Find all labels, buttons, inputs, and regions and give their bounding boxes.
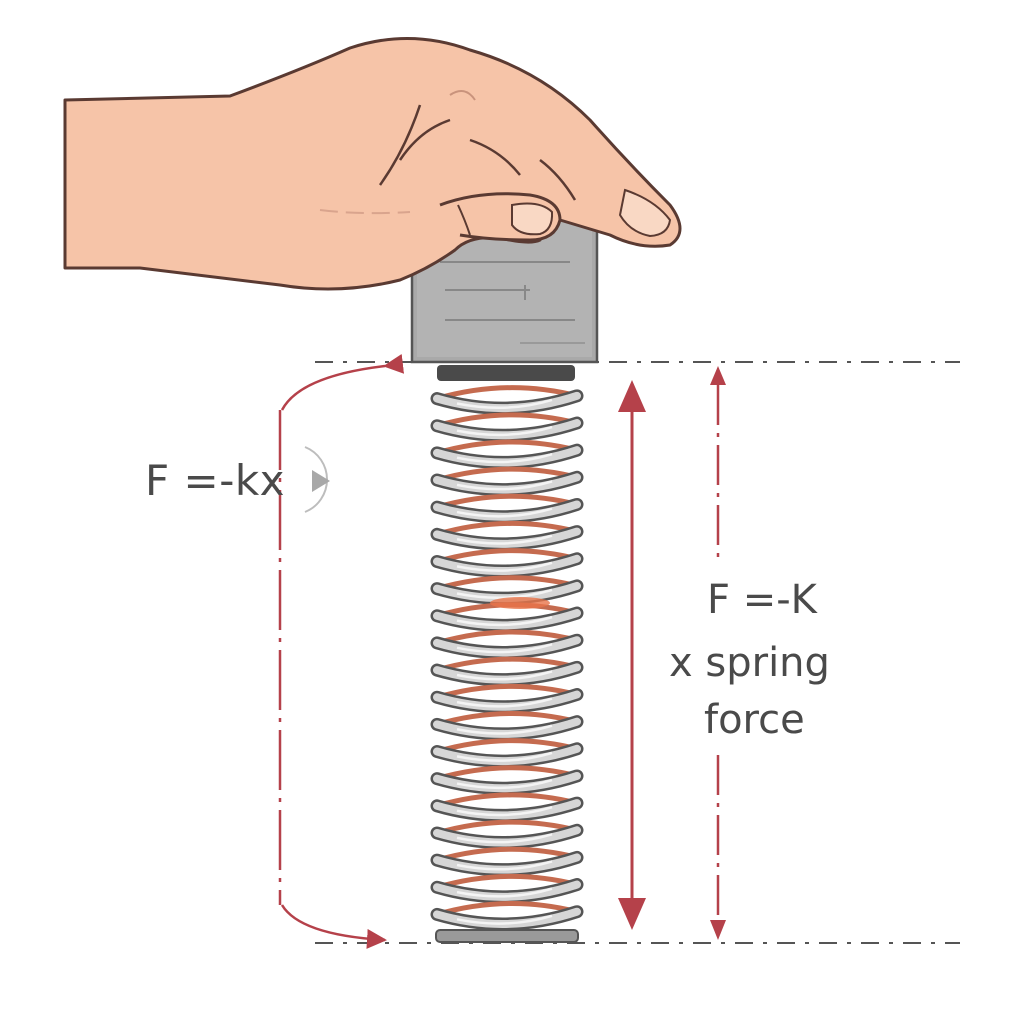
measurement-arrow (710, 366, 726, 940)
spring-coil-highlight (456, 670, 553, 681)
spring-coil-highlight (456, 507, 553, 518)
spring-coil-highlight (456, 805, 553, 817)
spring-coil-back (436, 656, 578, 673)
spring-coil-highlight (456, 778, 553, 790)
hand-illustration (63, 37, 682, 291)
spring-coil-highlight (456, 914, 553, 925)
spring-coil-back (436, 520, 578, 537)
spring-coil-highlight (456, 588, 553, 600)
spring-coil-highlight (456, 453, 553, 464)
spring-coil-highlight (456, 480, 553, 491)
compression-arrow (618, 380, 646, 930)
force-label-line: force (700, 697, 809, 743)
spring-top-cap (437, 365, 575, 381)
formula-label-left: F =-kx (145, 456, 286, 505)
spring-coil-back (436, 792, 578, 809)
spring-coil-back (436, 819, 578, 836)
spring-coil-highlight (456, 887, 553, 898)
spring-coil-back (436, 548, 578, 564)
left-bracket-arrow (278, 353, 405, 949)
spring-coil-highlight (456, 398, 553, 409)
reference-lines (315, 361, 960, 944)
spring-coil-back (436, 412, 578, 429)
spring-coil-highlight (456, 751, 553, 762)
spring-coil-back (436, 765, 578, 782)
spring-coil-back (436, 439, 578, 456)
spring-coil-back (436, 385, 578, 401)
spring-coil-highlight (456, 833, 553, 844)
spring-coil-highlight (456, 615, 553, 627)
spring-coil-highlight (456, 561, 553, 572)
spring-glow (490, 597, 550, 609)
spring-coil-highlight (456, 697, 553, 708)
coil-spring (430, 365, 584, 943)
spring-coil-back (436, 873, 578, 890)
spring-coil-back (436, 711, 578, 727)
spring-coil-back (436, 901, 578, 917)
spring-coil-highlight (456, 643, 553, 654)
spring-coil-back (436, 683, 578, 700)
spring-coil-highlight (456, 534, 553, 545)
play-triangle-icon (304, 446, 330, 513)
spring-coil-back (436, 466, 578, 483)
spring-coil-back (436, 846, 578, 863)
spring-coil-back (436, 629, 578, 646)
spring-coil-back (436, 738, 578, 754)
spring-label-line: x spring (665, 640, 834, 686)
spring-coil-highlight (456, 724, 553, 735)
spring-coil-back (436, 493, 578, 510)
spring-coil-highlight (456, 425, 553, 437)
spring-bottom-cap (435, 929, 579, 943)
spring-coil-back (436, 575, 578, 592)
formula-label-right: F =-K (703, 577, 821, 623)
spring-coil-highlight (456, 860, 553, 871)
